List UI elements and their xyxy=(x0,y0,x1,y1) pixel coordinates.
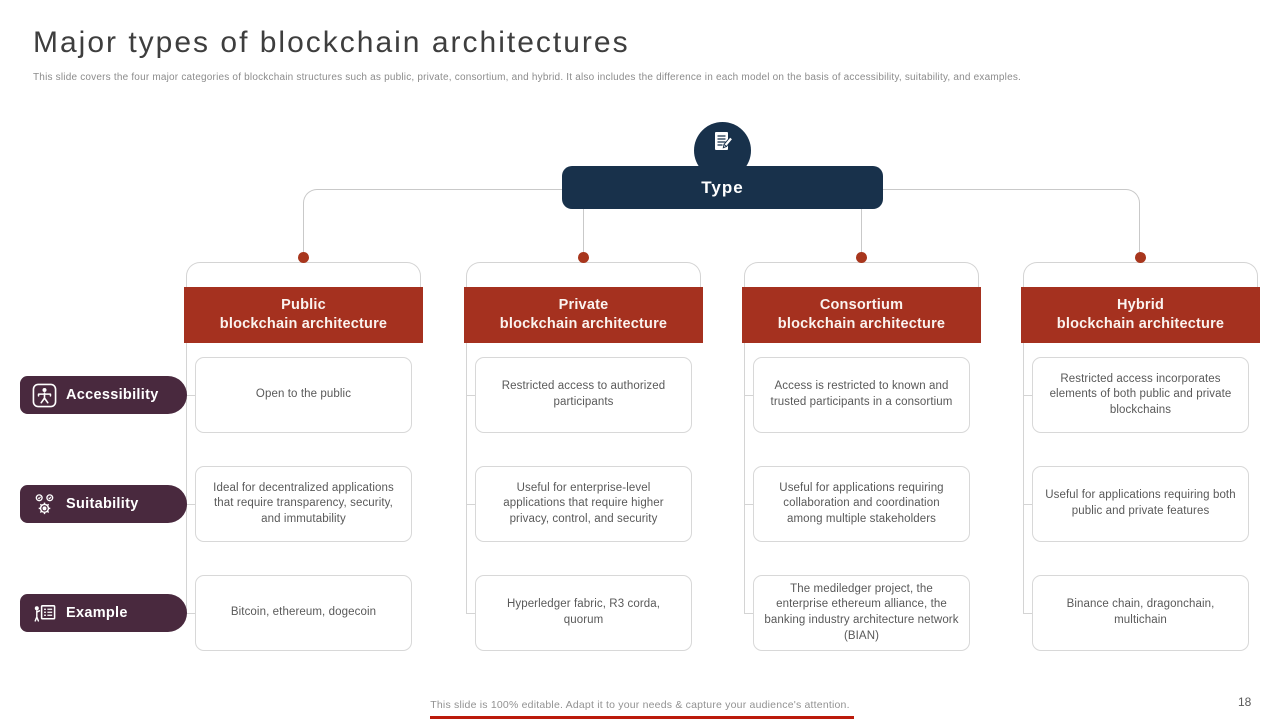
connector-line-right xyxy=(883,189,1140,258)
type-node-label: Type xyxy=(701,177,744,197)
column-title-line2: blockchain architecture xyxy=(219,316,388,332)
cell-connector xyxy=(744,613,754,614)
row-label-text: Accessibility xyxy=(66,387,159,403)
column-spine-line xyxy=(186,343,187,613)
footer-note: This slide is 100% editable. Adapt it to… xyxy=(430,699,850,711)
cell-connector xyxy=(186,613,196,614)
column-header-hybrid: Hybrid blockchain architecture xyxy=(1021,287,1260,343)
column-consortium: Consortium blockchain architecture Acces… xyxy=(742,0,981,720)
presenter-list-icon xyxy=(32,601,57,626)
cell-connector xyxy=(1023,613,1033,614)
connector-dot xyxy=(298,252,309,263)
column-spine-line xyxy=(1023,343,1024,613)
row-label-accessibility: Accessibility xyxy=(20,376,187,414)
connector-dot xyxy=(1135,252,1146,263)
cell-connector xyxy=(186,395,196,396)
column-title-line2: blockchain architecture xyxy=(499,316,668,332)
cell-connector xyxy=(466,504,476,505)
cell-public-accessibility: Open to the public xyxy=(195,357,412,433)
column-spine-line xyxy=(466,343,467,613)
page-number: 18 xyxy=(1238,695,1252,709)
cell-consortium-accessibility: Access is restricted to known and truste… xyxy=(753,357,970,433)
gear-check-icon xyxy=(32,492,57,517)
column-spine-line xyxy=(744,343,745,613)
cell-private-suitability: Useful for enterprise-level applications… xyxy=(475,466,692,542)
row-label-suitability: Suitability xyxy=(20,485,187,523)
cell-consortium-suitability: Useful for applications requiring collab… xyxy=(753,466,970,542)
column-header-consortium: Consortium blockchain architecture xyxy=(742,287,981,343)
column-title-line2: blockchain architecture xyxy=(1056,316,1225,332)
cell-connector xyxy=(744,395,754,396)
column-hybrid: Hybrid blockchain architecture Restricte… xyxy=(1021,0,1260,720)
column-title-line1: Private xyxy=(558,297,609,314)
column-public: Public blockchain architecture Open to t… xyxy=(184,0,423,720)
connector-line-consortium xyxy=(861,209,862,258)
cell-hybrid-accessibility: Restricted access incorporates elements … xyxy=(1032,357,1249,433)
cell-public-example: Bitcoin, ethereum, dogecoin xyxy=(195,575,412,651)
accessibility-icon xyxy=(32,383,57,408)
connector-line-left xyxy=(303,189,562,258)
connector-dot xyxy=(856,252,867,263)
cell-connector xyxy=(466,395,476,396)
column-header-private: Private blockchain architecture xyxy=(464,287,703,343)
cell-hybrid-example: Binance chain, dragonchain, multichain xyxy=(1032,575,1249,651)
footer-accent-line xyxy=(430,716,854,719)
row-label-text: Suitability xyxy=(66,496,139,512)
column-title-line1: Consortium xyxy=(819,297,904,314)
cell-connector xyxy=(1023,395,1033,396)
page-subtitle: This slide covers the four major categor… xyxy=(33,72,1022,83)
column-header-public: Public blockchain architecture xyxy=(184,287,423,343)
document-edit-icon xyxy=(709,129,736,161)
cell-connector xyxy=(466,613,476,614)
row-label-example: Example xyxy=(20,594,187,632)
cell-public-suitability: Ideal for decentralized applications tha… xyxy=(195,466,412,542)
column-title-line1: Hybrid xyxy=(1116,297,1165,314)
row-label-text: Example xyxy=(66,605,128,621)
column-title-line2: blockchain architecture xyxy=(777,316,946,332)
cell-connector xyxy=(744,504,754,505)
connector-dot xyxy=(578,252,589,263)
column-title-line1: Public xyxy=(281,297,326,314)
cell-hybrid-suitability: Useful for applications requiring both p… xyxy=(1032,466,1249,542)
cell-connector xyxy=(1023,504,1033,505)
cell-connector xyxy=(186,504,196,505)
cell-private-accessibility: Restricted access to authorized particip… xyxy=(475,357,692,433)
column-private: Private blockchain architecture Restrict… xyxy=(464,0,703,720)
page-title: Major types of blockchain architectures xyxy=(33,26,630,59)
cell-private-example: Hyperledger fabric, R3 corda, quorum xyxy=(475,575,692,651)
type-node: Type xyxy=(562,166,883,209)
connector-line-private xyxy=(583,209,584,258)
cell-consortium-example: The mediledger project, the enterprise e… xyxy=(753,575,970,651)
